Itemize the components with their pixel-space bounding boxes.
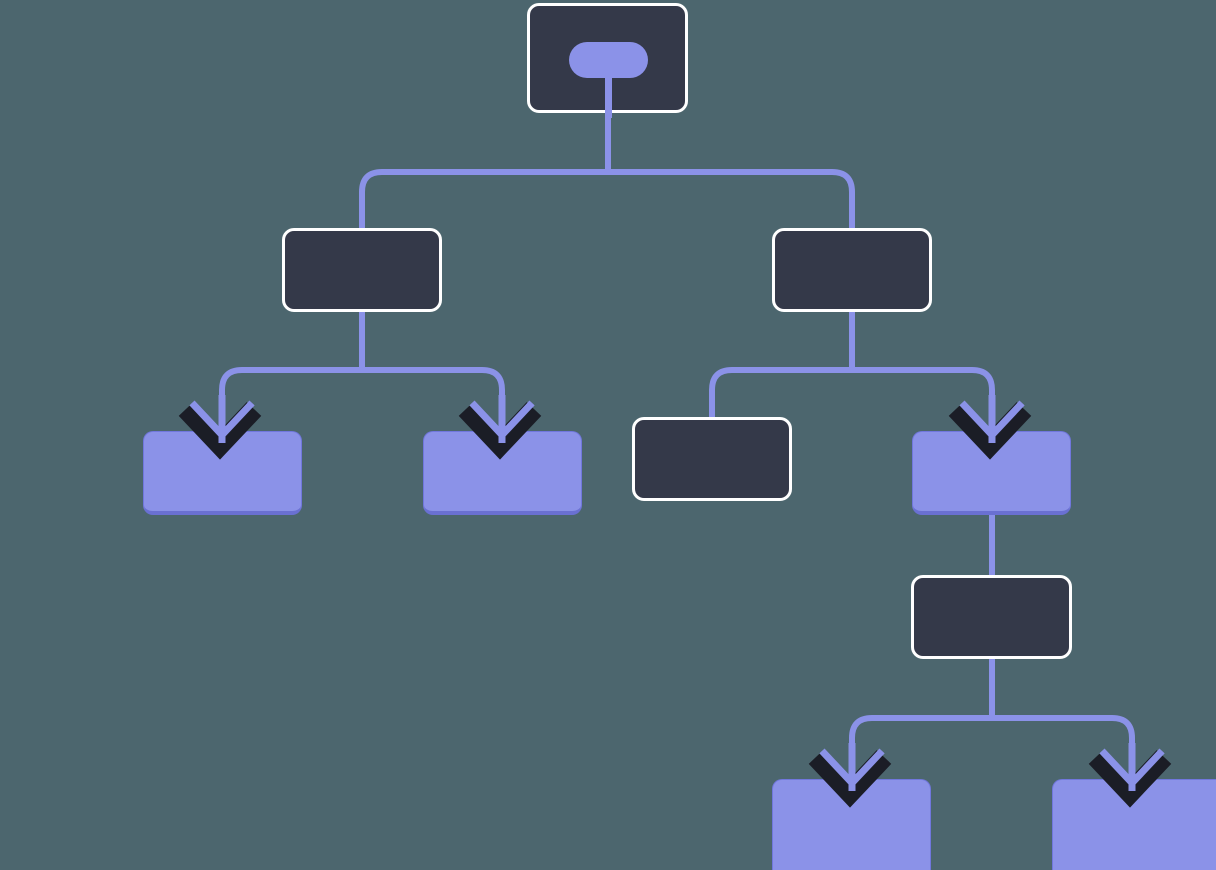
- branch-node-left[interactable]: [282, 228, 442, 312]
- leaf-node-a[interactable]: [143, 431, 302, 515]
- root-pill-stem: [605, 66, 612, 118]
- branch-node-deep[interactable]: [911, 575, 1072, 659]
- leaf-node-b[interactable]: [423, 431, 582, 515]
- leaf-node-c[interactable]: [772, 779, 931, 870]
- terminal-node-dark[interactable]: [632, 417, 792, 501]
- root-node[interactable]: [527, 3, 688, 118]
- leaf-node-d[interactable]: [1052, 779, 1216, 870]
- branch-node-accent[interactable]: [912, 431, 1071, 515]
- branch-node-right[interactable]: [772, 228, 932, 312]
